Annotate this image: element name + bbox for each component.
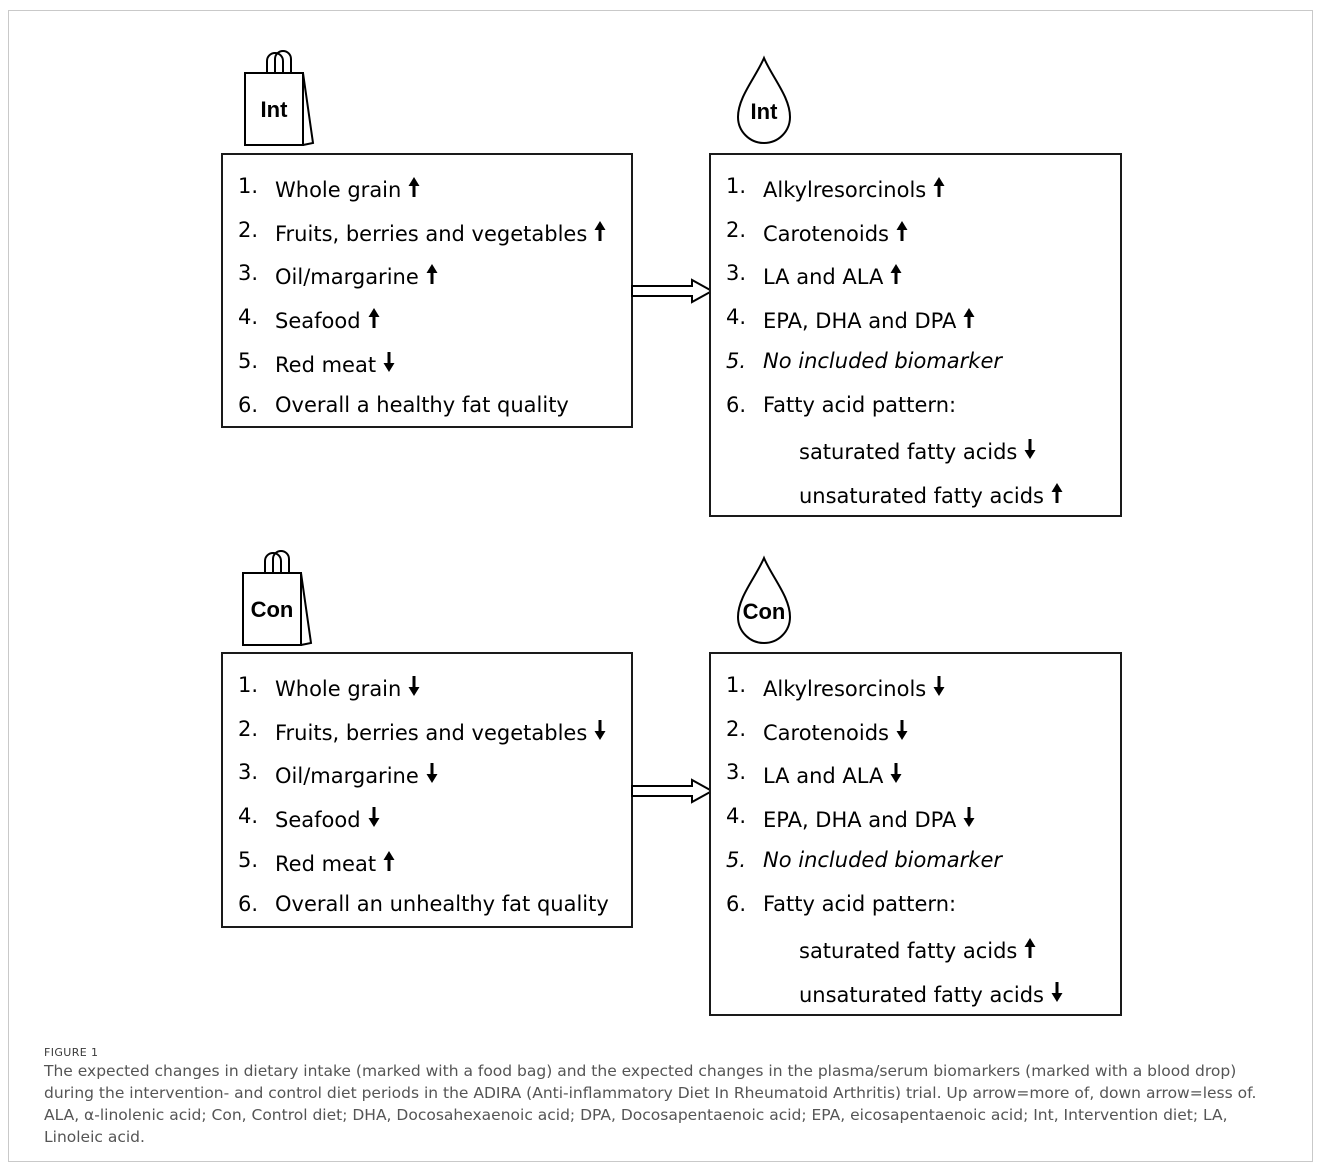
con-diet-box: 1. Whole grain 2. Fruits, berries and veget… [221,652,633,928]
up-arrow-icon [895,220,909,246]
item-number: 1. [726,673,747,697]
down-arrow-icon [593,719,607,745]
item-text: EPA, DHA and DPA [763,806,976,832]
int-biomarker-box: 1. Alkylresorcinols 2. Carotenoids 3. LA and … [709,153,1122,517]
down-arrow-icon [889,762,903,788]
drop-label-int: Int [751,99,779,124]
item-text: Fruits, berries and vegetables [275,719,607,745]
item-number: 1. [238,673,259,697]
item-text: Fruits, berries and vegetables [275,220,607,246]
item-text: Seafood [275,806,381,832]
item-text: Seafood [275,307,381,333]
up-arrow-icon [407,176,421,202]
up-arrow-icon [962,307,976,333]
item-number: 5. [238,348,259,373]
item-number: 6. [726,891,747,916]
up-arrow-icon [382,850,396,876]
item-number: 5. [238,847,259,872]
item-number: 5. [726,847,747,872]
item-text: No included biomarker [763,348,1003,373]
down-arrow-icon [407,675,421,701]
down-arrow-icon [932,675,946,701]
shopping-bag-icon: Con [239,545,315,649]
item-text: unsaturated fatty acids [799,482,1064,508]
item-text: LA and ALA [763,762,903,788]
right-arrow-icon [631,278,714,304]
item-text: Red meat [275,850,396,876]
up-arrow-icon [367,307,381,333]
item-number: 2. [726,217,747,242]
item-number: 3. [726,760,747,785]
down-arrow-icon [895,719,909,745]
item-text: Fatty acid pattern: [763,891,957,916]
shopping-bag-icon: Int [241,45,317,149]
up-arrow-icon [932,176,946,202]
item-number: 6. [238,392,259,417]
item-number: 4. [726,804,747,829]
down-arrow-icon [962,806,976,832]
item-number: 3. [238,261,259,286]
item-text: Whole grain [275,675,421,701]
item-text: No included biomarker [763,847,1003,872]
item-text: Carotenoids [763,220,909,246]
item-text: Carotenoids [763,719,909,745]
item-number: 1. [238,174,259,198]
item-number: 5. [726,348,747,373]
item-number: 1. [726,174,747,198]
item-text: Fatty acid pattern: [763,392,957,417]
drop-label-con: Con [743,599,786,624]
item-number: 4. [238,804,259,829]
figure-label: FIGURE 1 [44,1046,99,1059]
down-arrow-icon [367,806,381,832]
item-text: Oil/margarine [275,263,439,289]
right-arrow-icon [631,778,714,804]
item-number: 6. [726,392,747,417]
down-arrow-icon [382,351,396,377]
down-arrow-icon [425,762,439,788]
up-arrow-icon [593,220,607,246]
item-text: LA and ALA [763,263,903,289]
bag-label-con: Con [251,597,294,622]
item-text: Alkylresorcinols [763,176,946,202]
bag-label-int: Int [261,97,289,122]
con-biomarker-box: 1. Alkylresorcinols 2. Carotenoids 3. LA and … [709,652,1122,1016]
item-text: Alkylresorcinols [763,675,946,701]
item-number: 4. [238,305,259,330]
up-arrow-icon [1023,937,1037,963]
item-text: EPA, DHA and DPA [763,307,976,333]
item-text: saturated fatty acids [799,438,1037,464]
figure-caption: The expected changes in dietary intake (… [44,1062,1257,1146]
item-text: Overall a healthy fat quality [275,392,569,417]
item-text: Overall an unhealthy fat quality [275,891,609,916]
item-number: 2. [238,716,259,741]
item-text: saturated fatty acids [799,937,1037,963]
item-number: 2. [726,716,747,741]
up-arrow-icon [1050,482,1064,508]
item-text: Whole grain [275,176,421,202]
blood-drop-icon: Int [734,55,794,147]
figure-frame [8,10,1313,1162]
item-text: Oil/margarine [275,762,439,788]
item-number: 6. [238,891,259,916]
item-number: 3. [238,760,259,785]
item-number: 2. [238,217,259,242]
blood-drop-icon: Con [734,555,794,647]
item-text: Red meat [275,351,396,377]
int-diet-box: 1. Whole grain 2. Fruits, berries and veget… [221,153,633,428]
down-arrow-icon [1050,981,1064,1007]
item-text: unsaturated fatty acids [799,981,1064,1007]
up-arrow-icon [425,263,439,289]
up-arrow-icon [889,263,903,289]
item-number: 4. [726,305,747,330]
item-number: 3. [726,261,747,286]
down-arrow-icon [1023,438,1037,464]
